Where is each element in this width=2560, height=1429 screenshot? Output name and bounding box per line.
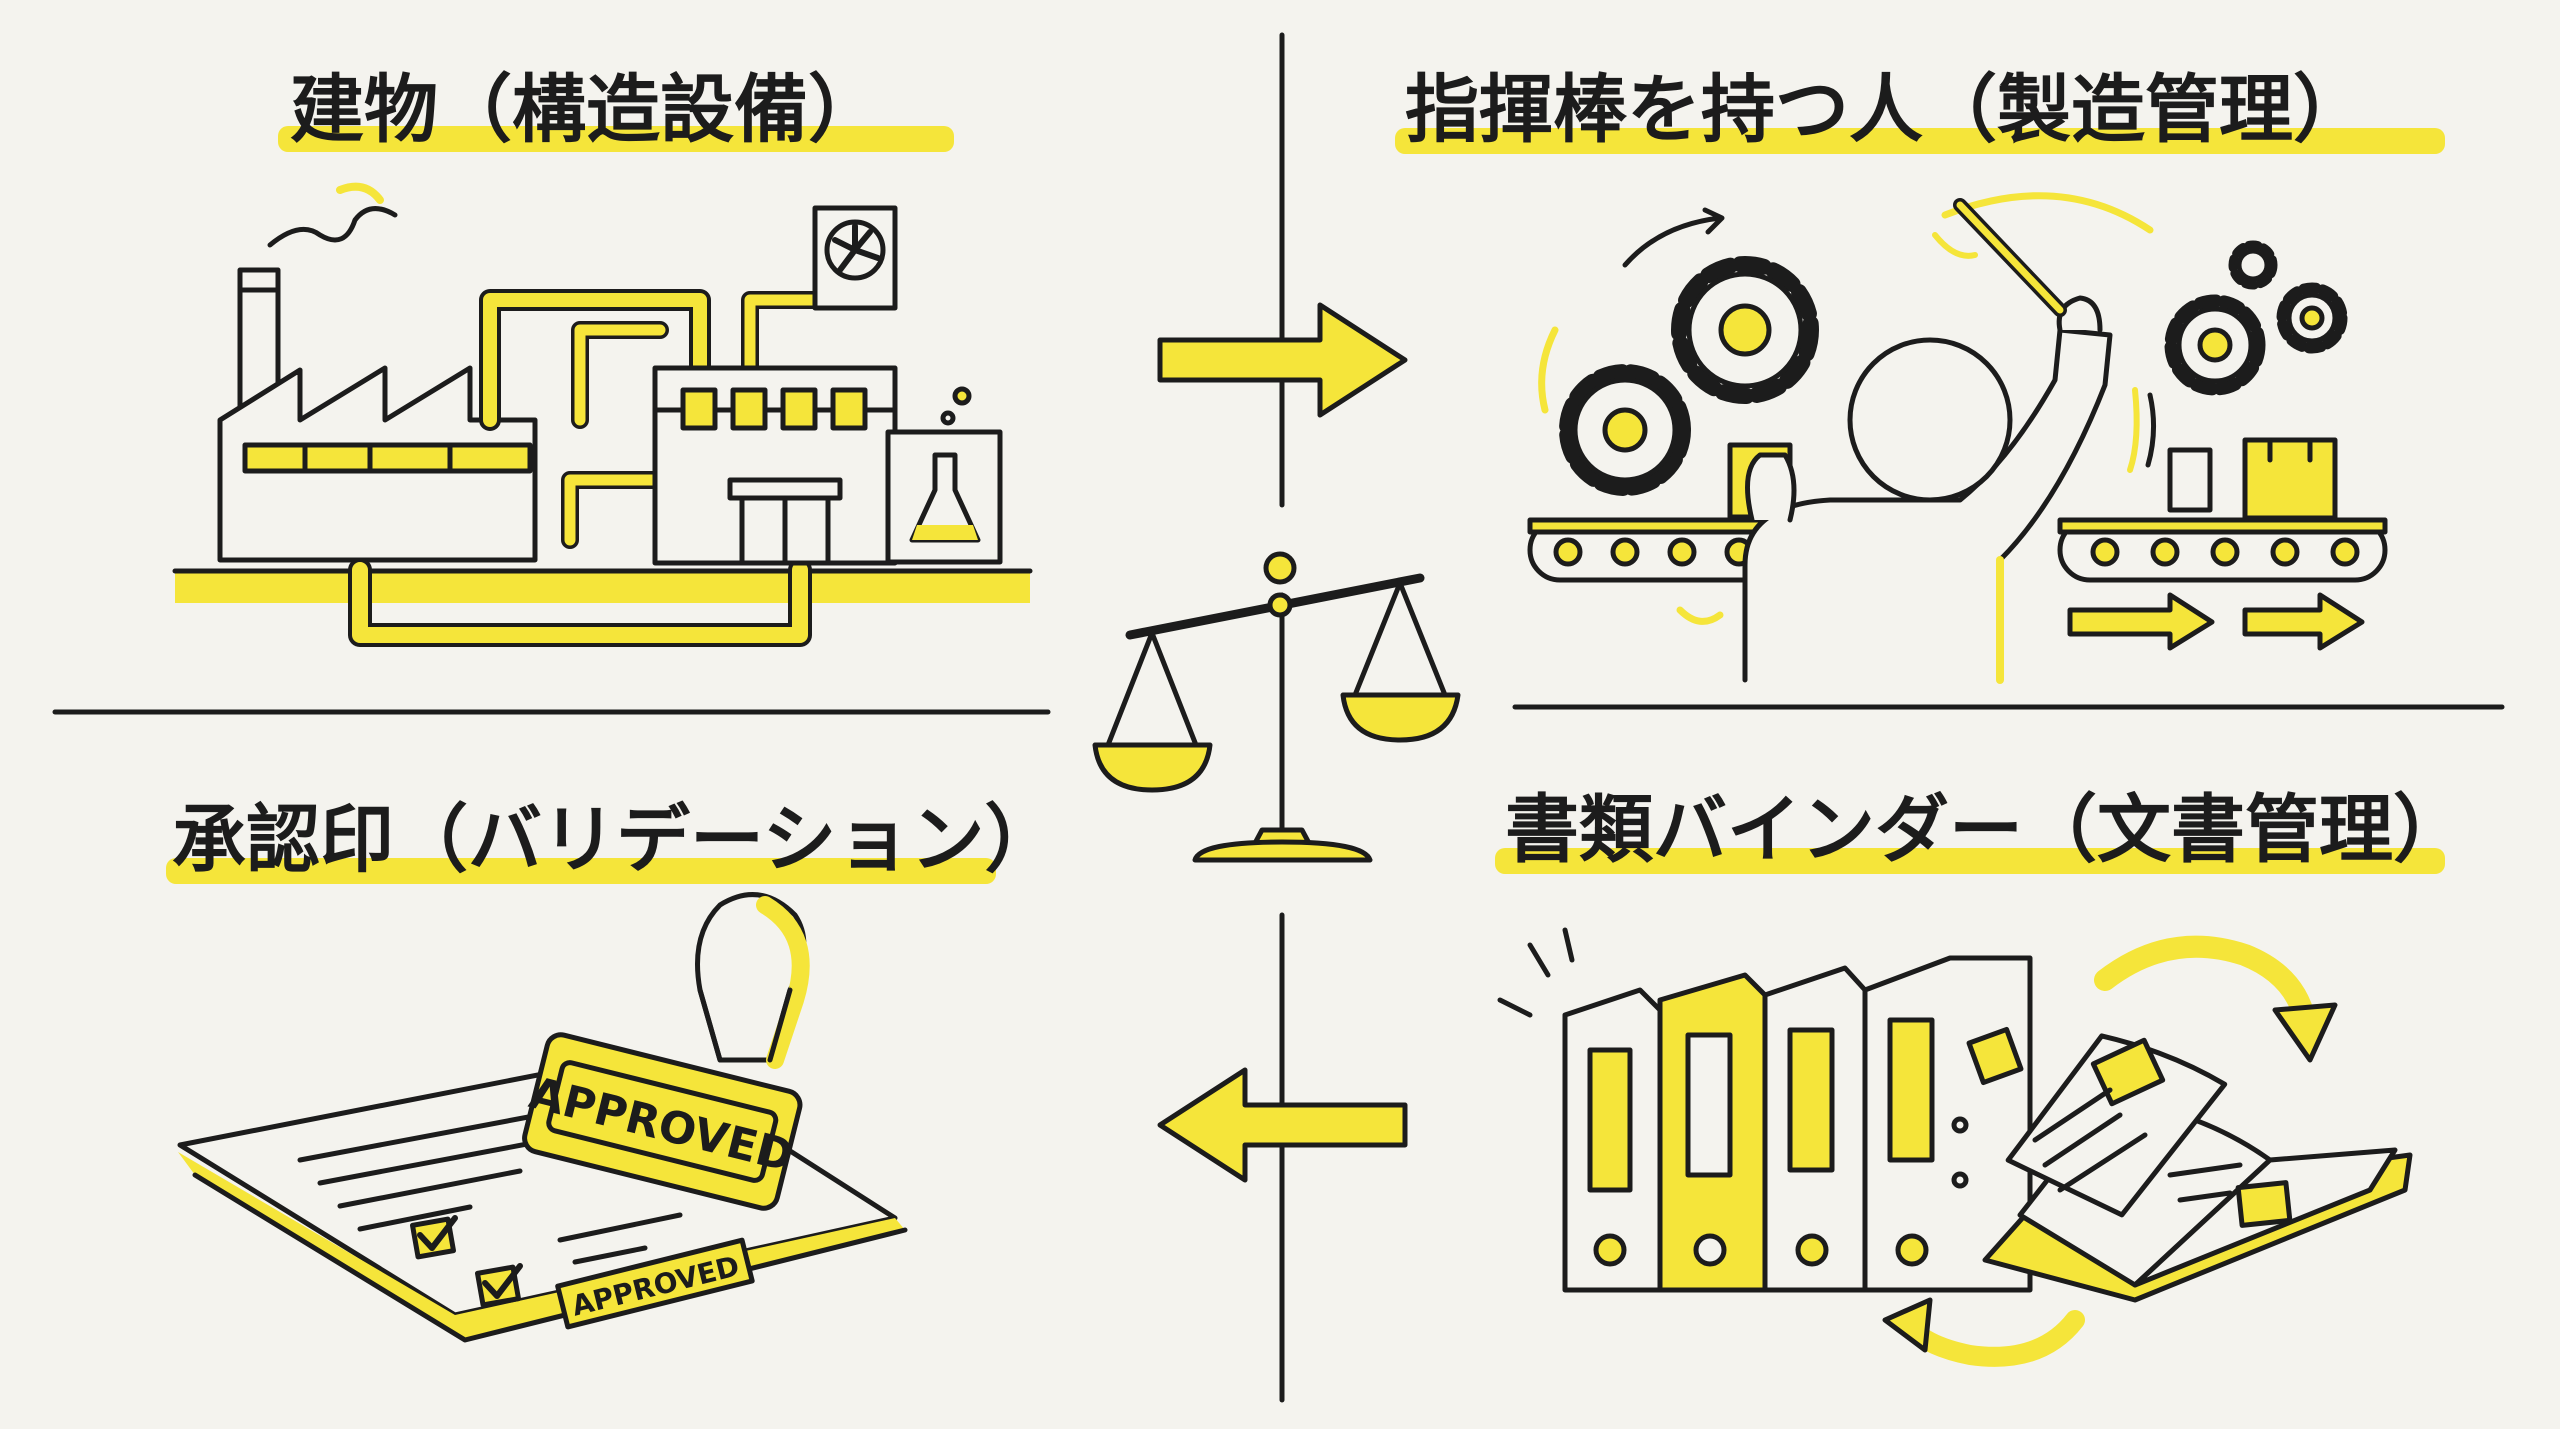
open-book-icon xyxy=(1982,1033,2413,1303)
checkbox-checked-icon xyxy=(409,1215,458,1260)
gear-icon xyxy=(1559,364,1691,496)
conveyor-belt-right xyxy=(2057,437,2388,583)
binder-icon xyxy=(1562,987,1663,1293)
center-dividers xyxy=(52,32,2505,1403)
title-stamp-group: 承認印（バリデーション） xyxy=(166,797,1059,884)
arrow-right-icon xyxy=(1157,302,1408,418)
title-conductor-group: 指揮棒を持つ人（製造管理） xyxy=(1395,67,2445,154)
arrow-right-icon xyxy=(2242,592,2365,651)
curved-arrow-icon xyxy=(2094,935,2316,1031)
title-facility-group: 建物（構造設備） xyxy=(278,67,954,153)
gear-icon xyxy=(2228,240,2278,290)
balance-scale-icon xyxy=(1092,551,1461,863)
facility-illustration xyxy=(172,182,1033,647)
title-conductor: 指揮棒を持つ人（製造管理） xyxy=(1405,67,2367,153)
conductor-person xyxy=(1676,198,2157,684)
binder-icon xyxy=(1657,972,1768,1293)
gear-icon xyxy=(1671,256,1819,404)
binder-illustration xyxy=(1497,927,2413,1367)
checkbox-checked-icon xyxy=(474,1263,523,1308)
box-icon xyxy=(2242,437,2338,521)
gear-icon xyxy=(2276,282,2348,354)
curved-arrow-icon xyxy=(1895,1310,2085,1367)
fan-icon xyxy=(832,223,881,273)
conductor-illustration xyxy=(1527,192,2388,684)
stamp-illustration: APPROVED APPROVED xyxy=(177,892,908,1343)
title-binder-group: 書類バインダー（文書管理） xyxy=(1495,787,2467,874)
binder-icon xyxy=(1862,955,2033,1293)
gear-icon xyxy=(2164,294,2266,396)
arrow-left-icon xyxy=(1157,1067,1408,1183)
arrow-right-icon xyxy=(2067,592,2215,651)
title-facility: 建物（構造設備） xyxy=(290,67,882,153)
title-stamp: 承認印（バリデーション） xyxy=(172,797,1059,883)
binder-icon xyxy=(1762,965,1868,1293)
title-binder: 書類バインダー（文書管理） xyxy=(1505,787,2467,873)
